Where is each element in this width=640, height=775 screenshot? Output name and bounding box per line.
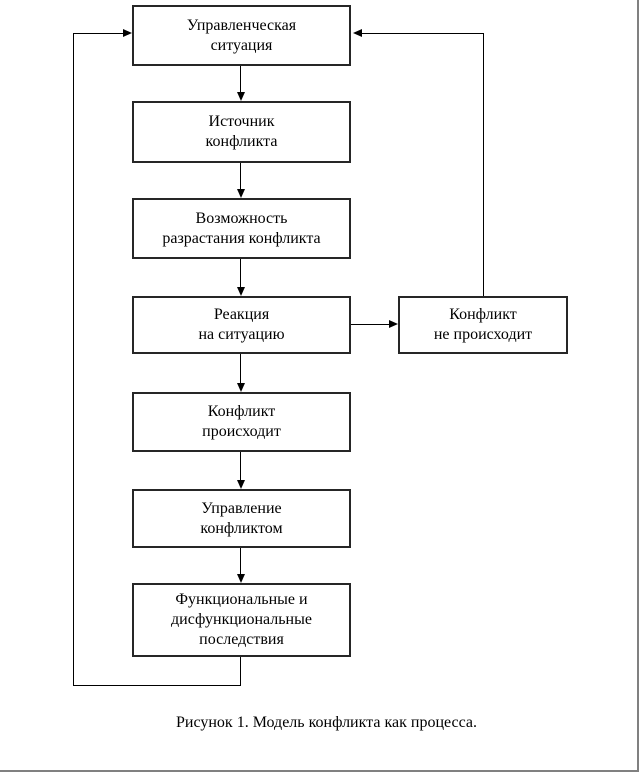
node-label-line: Функциональные и (175, 591, 308, 608)
node-label-line: Возможность (195, 209, 288, 227)
node-label-line: конфликта (205, 133, 278, 150)
node-conflict-escalation: Возможность разрастания конфликта (132, 198, 351, 259)
arrowhead-right-icon (389, 320, 398, 328)
arrowhead-left-icon (353, 29, 362, 37)
node-conflict-management: Управление конфликтом (132, 489, 351, 548)
page-border-right (637, 0, 639, 772)
arrowhead-down-icon (237, 287, 245, 296)
node-management-situation: Управленческая ситуация (132, 5, 351, 66)
node-label-line: происходит (202, 423, 281, 440)
page-border-bottom (0, 770, 639, 772)
node-label-line: последствия (199, 631, 284, 648)
arrowhead-right-icon (123, 29, 132, 37)
arrowhead-down-icon (237, 480, 245, 489)
node-label-line: Управление (201, 499, 282, 517)
node-label-line: разрастания конфликта (162, 229, 321, 247)
node-reaction: Реакция на ситуацию (132, 296, 351, 354)
node-label-line: на ситуацию (198, 326, 285, 343)
node-label-line: Управленческая (186, 16, 297, 34)
arrowhead-down-icon (237, 189, 245, 198)
node-label-line: не происходит (433, 326, 533, 343)
figure-caption: Рисунок 1. Модель конфликта как процесса… (176, 714, 477, 731)
arrowhead-down-icon (237, 92, 245, 101)
arrowhead-down-icon (237, 574, 245, 583)
node-consequences: Функциональные и дисфункциональные после… (132, 583, 351, 657)
node-conflict-occurs: Конфликт происходит (132, 392, 351, 452)
node-label-line: ситуация (210, 36, 273, 54)
arrowhead-down-icon (237, 383, 245, 392)
node-no-conflict: Конфликт не происходит (398, 296, 568, 354)
node-label-line: Конфликт (207, 403, 276, 420)
node-label-line: Реакция (213, 306, 270, 323)
node-label-line: конфликтом (200, 519, 283, 537)
node-label-line: Конфликт (449, 306, 517, 323)
node-conflict-source: Источник конфликта (132, 101, 351, 163)
node-label-line: дисфункциональные (171, 611, 312, 628)
node-label-line: Источник (208, 113, 275, 130)
